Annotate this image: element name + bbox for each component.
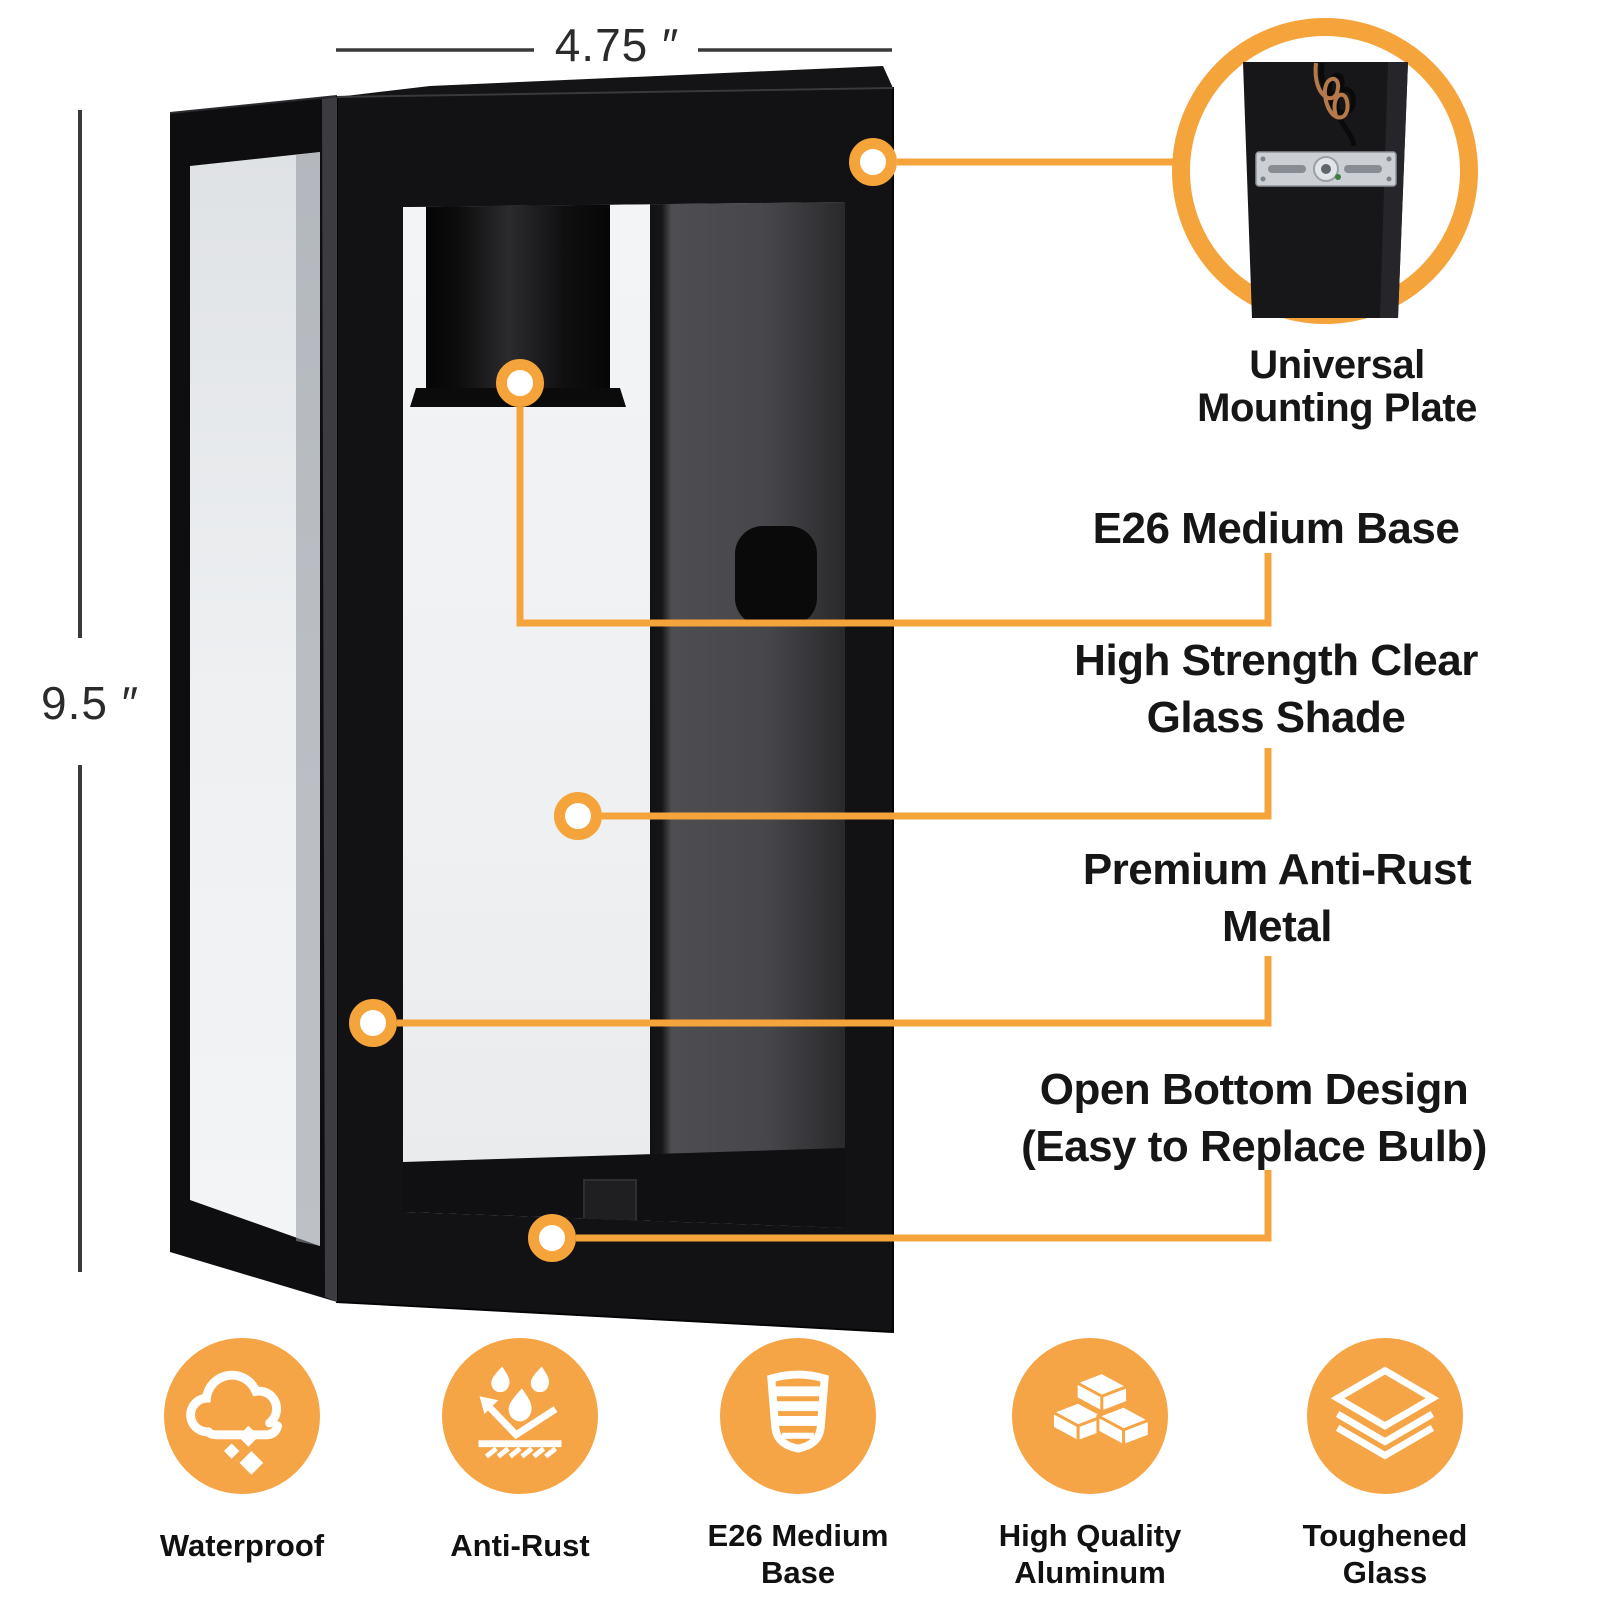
corner-highlight: [322, 97, 337, 1302]
wire-copper: [1313, 62, 1350, 120]
callout-leader-lines: [397, 158, 1272, 1242]
feature-label-waterproof: Waterproof: [160, 1527, 324, 1564]
mounting-plate: [1255, 151, 1397, 187]
leader-glass-shade: [602, 748, 1272, 820]
feature-line: Waterproof: [159, 1528, 325, 1563]
callout-line: High Strength Clear: [1074, 636, 1478, 685]
mounting-plate-inset: [1172, 18, 1478, 324]
callout-universal-mounting-plate: Universal Mounting Plate: [1197, 344, 1477, 430]
callout-anti-rust-metal: Premium Anti-Rust Metal: [1082, 841, 1472, 955]
callout-line: Universal: [1249, 343, 1425, 387]
waterproof-cloud-icon: [163, 1337, 321, 1495]
callout-line: (Easy to Replace Bulb): [1021, 1122, 1487, 1171]
dot-e26-base: [496, 359, 544, 407]
anti-rust-water-drops-icon: [441, 1337, 599, 1495]
leader-e26-base: [516, 407, 1272, 627]
feature-line: Anti-Rust: [450, 1528, 590, 1563]
wall-lantern: [169, 66, 894, 1334]
callout-e26-medium-base: E26 Medium Base: [1093, 500, 1460, 557]
feature-label-aluminum: High Quality Aluminum: [999, 1517, 1182, 1591]
dot-anti-rust-metal: [349, 999, 397, 1047]
callout-open-bottom-design: Open Bottom Design (Easy to Replace Bulb…: [1021, 1061, 1487, 1175]
feature-label-toughened-glass: Toughened Glass: [1303, 1517, 1468, 1591]
leader-anti-rust-metal: [397, 956, 1272, 1027]
feature-label-e26-base: E26 Medium Base: [708, 1517, 889, 1591]
e26-bulb-base-icon: [719, 1337, 877, 1495]
dot-mounting-plate: [849, 138, 897, 186]
callout-line: Glass Shade: [1146, 693, 1406, 742]
callout-dots: [349, 138, 897, 1262]
height-dimension-label: 9.5 ″: [40, 677, 140, 729]
feature-line: Aluminum: [1014, 1555, 1166, 1590]
feature-label-anti-rust: Anti-Rust: [450, 1527, 589, 1564]
lantern-left-glass: [190, 152, 320, 1246]
feature-line: Base: [760, 1555, 836, 1590]
dot-glass-shade: [554, 792, 602, 840]
callout-line: Mounting Plate: [1197, 386, 1477, 430]
callout-line: E26 Medium Base: [1092, 504, 1460, 553]
callout-line: Open Bottom Design: [1039, 1065, 1469, 1114]
feature-line: Toughened: [1302, 1518, 1468, 1553]
width-dimension-label: 4.75 ″: [554, 19, 680, 71]
callout-line: Premium Anti-Rust: [1082, 845, 1472, 894]
feature-line: E26 Medium: [707, 1518, 889, 1553]
wire-black: [1319, 62, 1357, 147]
leader-open-bottom: [576, 1170, 1272, 1242]
lantern-knob: [735, 526, 817, 626]
lantern-inner-back-panel: [650, 202, 845, 1228]
feature-line: Glass: [1342, 1555, 1428, 1590]
toughened-glass-layers-icon: [1306, 1337, 1464, 1495]
feature-line: High Quality: [998, 1518, 1182, 1553]
lantern-left-glass-shade-band: [296, 152, 320, 1246]
dot-open-bottom: [528, 1214, 576, 1262]
callout-glass-shade: High Strength Clear Glass Shade: [1074, 632, 1478, 746]
aluminum-ingots-icon: [1011, 1337, 1169, 1495]
lantern-back-box-edge: [1380, 62, 1408, 318]
lantern-back-box: [1243, 62, 1408, 318]
callout-line: Metal: [1222, 902, 1332, 951]
